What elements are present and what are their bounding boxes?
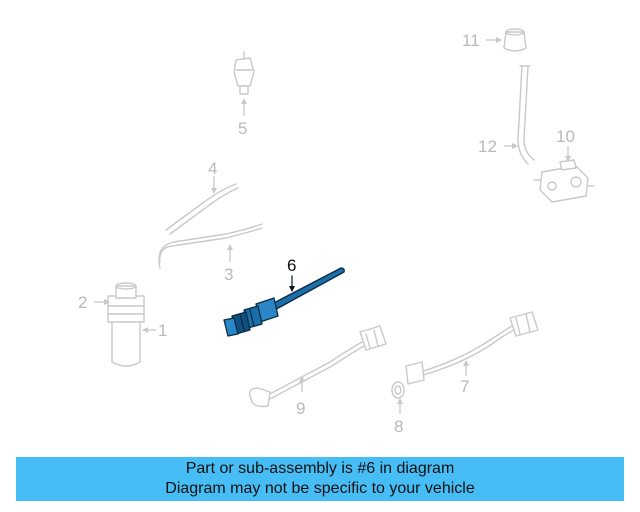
callout-12: 12 bbox=[478, 137, 497, 156]
part-5-valve bbox=[233, 51, 255, 95]
part-6-oxygen-sensor bbox=[223, 267, 345, 337]
part-10-valve-block bbox=[533, 159, 595, 203]
callout-7: 7 bbox=[460, 377, 469, 396]
banner-line-part: Part or sub-assembly is #6 in diagram bbox=[185, 460, 455, 477]
callout-8: 8 bbox=[394, 417, 403, 436]
callout-1: 1 bbox=[158, 321, 167, 340]
callout-4: 4 bbox=[208, 159, 217, 178]
part-11-reservoir bbox=[503, 28, 527, 52]
part-3-hose bbox=[158, 223, 263, 269]
callout-3: 3 bbox=[224, 265, 233, 284]
part-7-sensor bbox=[405, 311, 539, 385]
part-1-strut bbox=[107, 282, 145, 367]
info-banner: Part or sub-assembly is #6 in diagram Di… bbox=[16, 457, 624, 501]
part-12-line bbox=[517, 65, 535, 165]
part-9-sensor bbox=[248, 325, 387, 408]
part-4-hose bbox=[165, 183, 239, 235]
part-8-seal bbox=[391, 381, 405, 399]
callout-9: 9 bbox=[296, 399, 305, 418]
callout-2: 2 bbox=[78, 293, 87, 312]
callout-11: 11 bbox=[462, 31, 480, 50]
callout-5: 5 bbox=[238, 119, 247, 138]
banner-line-disclaimer: Diagram may not be specific to your vehi… bbox=[165, 480, 475, 497]
callout-6: 6 bbox=[287, 256, 296, 275]
callout-10: 10 bbox=[556, 127, 575, 146]
parts-diagram: 1 2 3 4 5 6 bbox=[78, 28, 595, 436]
